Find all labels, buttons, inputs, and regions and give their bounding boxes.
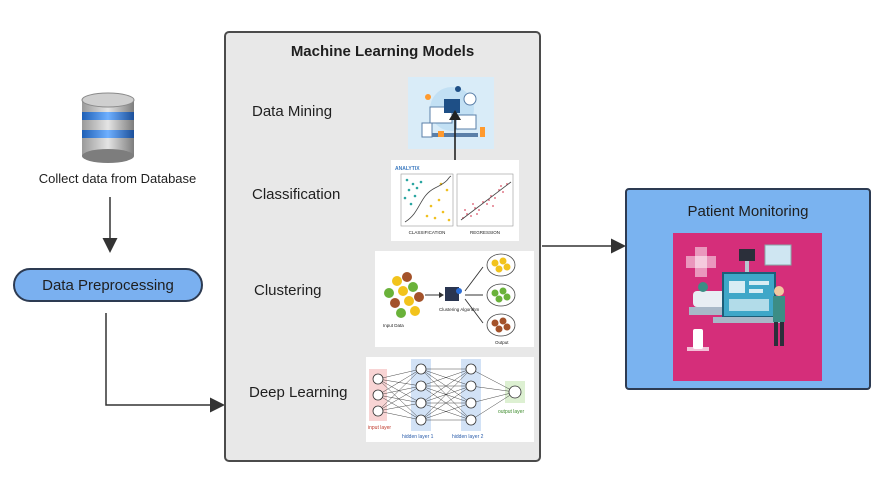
network-edge: [377, 394, 422, 404]
label-clustering: Clustering: [254, 282, 322, 299]
network-edge: [470, 368, 516, 393]
data-mining-illustration: [408, 77, 494, 149]
network-edge: [470, 385, 516, 393]
regression-points: [462, 183, 508, 219]
patient-monitoring-title: Patient Monitoring: [687, 203, 809, 220]
patient-monitoring-illustration: [673, 233, 822, 381]
output-neuron: [508, 385, 522, 399]
network-edge: [420, 368, 472, 421]
output-layer-caption: output layer: [498, 409, 524, 415]
network-edge: [377, 385, 422, 396]
network-edge: [420, 368, 472, 387]
hidden2-neurons: [465, 363, 477, 426]
input-data-blobs: [384, 272, 424, 318]
network-edge: [420, 368, 472, 404]
hidden1-neurons: [415, 363, 427, 426]
data-preprocessing-label: Data Preprocessing: [42, 276, 174, 294]
label-data-mining: Data Mining: [252, 103, 333, 120]
regression-caption: REGRESSION: [470, 230, 500, 235]
database-label: Collect data from Database: [38, 171, 197, 186]
network-edges: [377, 368, 516, 421]
label-deep-learning: Deep Learning: [249, 384, 348, 401]
data-preprocessing-box: Data Preprocessing: [13, 268, 203, 302]
network-edge: [470, 391, 516, 404]
network-edge: [377, 378, 422, 404]
input-neurons: [372, 373, 384, 417]
arrow-preprocessing-to-models: [105, 313, 225, 413]
hidden-layer-1-caption: hidden layer 1: [402, 434, 434, 440]
classification-regression-thumbnail: ANALYTIX CLASSIFICATION REGRESSION: [391, 160, 519, 241]
classification-caption: CLASSIFICATION: [409, 230, 446, 235]
network-edge: [420, 402, 472, 421]
deep-learning-thumbnail: input layer hidden layer 1 hidden layer …: [366, 357, 534, 442]
hidden-layer-2-caption: hidden layer 2: [452, 434, 484, 440]
network-edge: [377, 410, 422, 421]
label-classification: Classification: [252, 186, 341, 203]
arrow-classification-to-data-mining: [449, 110, 461, 160]
input-layer-caption: input layer: [368, 425, 391, 431]
classification-points: [403, 178, 451, 222]
network-edge: [470, 391, 516, 421]
network-edge: [377, 368, 422, 396]
network-edge: [377, 402, 422, 412]
clustering-thumbnail: Input Data Clustering Algorithm Output: [375, 251, 534, 347]
ml-models-title: Machine Learning Models: [290, 43, 475, 60]
network-edge: [420, 385, 472, 421]
network-edge: [377, 368, 422, 412]
network-edge: [377, 394, 422, 421]
output-caption: Output: [495, 340, 509, 345]
clustering-algorithm-caption: Clustering Algorithm: [439, 307, 480, 312]
input-data-caption: Input Data: [383, 323, 404, 328]
network-edge: [377, 378, 422, 421]
network-edge: [377, 385, 422, 412]
network-edge: [377, 368, 422, 380]
network-edge: [377, 378, 422, 387]
analytix-logo: ANALYTIX: [395, 166, 420, 172]
database-icon: [81, 92, 135, 163]
